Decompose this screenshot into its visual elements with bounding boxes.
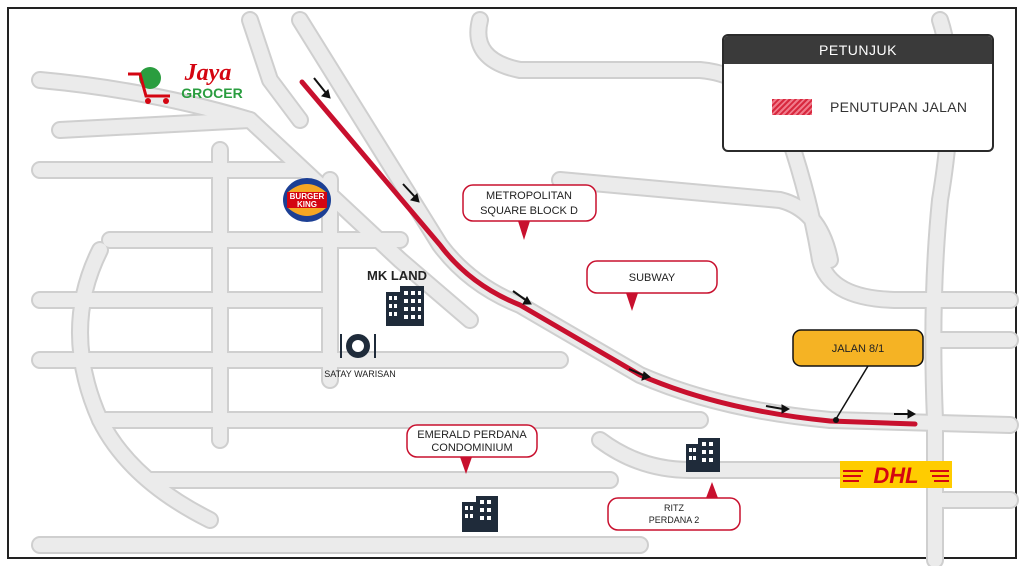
building-icon [462, 496, 498, 532]
callout-metropolitan: METROPOLITAN SQUARE BLOCK D [462, 184, 597, 240]
jalan-label: JALAN 8/1 [832, 343, 885, 355]
satay-warisan-marker: SATAY WARISAN [324, 334, 396, 379]
burger-word: BURGER [290, 192, 325, 201]
mk-land-marker: MK LAND [367, 268, 427, 326]
callout-jalan: JALAN 8/1 [792, 329, 924, 423]
legend-row: PENUTUPAN JALAN [724, 64, 992, 150]
legend-title: PETUNJUK [724, 36, 992, 64]
ritz-line1: RITZ [664, 503, 684, 513]
grocer-word: GROCER [181, 85, 242, 101]
legend-panel: PETUNJUK PENUTUPAN JALAN [722, 34, 994, 152]
satay-warisan-label: SATAY WARISAN [324, 369, 396, 379]
jaya-grocer-logo: Jaya GROCER [128, 60, 243, 104]
restaurant-icon [340, 334, 376, 358]
road-closure-swatch [772, 99, 812, 115]
jaya-word: Jaya [184, 60, 232, 86]
emerald-line2: CONDOMINIUM [431, 442, 512, 454]
dhl-word: DHL [873, 463, 918, 488]
dhl-logo: DHL [840, 461, 952, 488]
legend-item-label: PENUTUPAN JALAN [830, 99, 968, 115]
burger-king-logo: BURGER KING [283, 178, 331, 222]
metropolitan-line2: SQUARE BLOCK D [480, 205, 578, 217]
emerald-line1: EMERALD PERDANA [417, 429, 527, 441]
subway-label: SUBWAY [629, 272, 676, 284]
metropolitan-line1: METROPOLITAN [486, 190, 572, 202]
building-icon [386, 286, 424, 326]
callout-subway: SUBWAY [586, 260, 718, 311]
building-icon [686, 438, 720, 472]
mk-land-label: MK LAND [367, 268, 427, 283]
ritz-line2: PERDANA 2 [649, 515, 700, 525]
callout-ritz: RITZ PERDANA 2 [607, 482, 741, 531]
callout-emerald: EMERALD PERDANA CONDOMINIUM [406, 424, 538, 474]
king-word: KING [297, 200, 317, 209]
direction-arrow-icon [313, 77, 917, 419]
